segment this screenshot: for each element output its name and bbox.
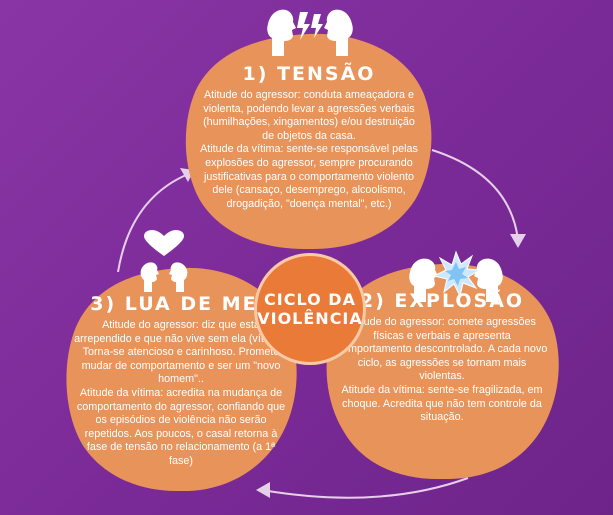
arrow-honeymoon-to-tension	[117, 174, 187, 273]
center-title-line2: VIOLÊNCIA	[257, 309, 363, 328]
tension-bubble-shape	[185, 33, 432, 250]
arrowhead-honeymoon	[256, 482, 270, 498]
phase-honeymoon-title: 3) LUA DE MEL	[90, 293, 272, 315]
phase-tension-bubble: 1) TENSÃO Atitude do agressor: conduta a…	[183, 30, 435, 252]
faces-heart-icon	[140, 230, 188, 292]
phase-explosion-title: 2) EXPLOSÃO	[359, 290, 525, 312]
explosion-aggressor-text: Atitude do agressor: comete agressões fí…	[336, 316, 548, 383]
cycle-center-circle: CICLO DA VIOLÊNCIA	[254, 253, 366, 365]
arrow-tension-to-explosion	[431, 149, 519, 241]
honeymoon-aggressor-text: Atitude do agressor: diz que está arrepe…	[74, 319, 288, 386]
honeymoon-victim-text: Atitude da vítima: acredita na mudança d…	[76, 386, 286, 467]
arrowhead-explosion	[510, 234, 526, 248]
tension-aggressor-text: Atitude do agressor: conduta ameaçadora …	[203, 89, 415, 142]
phase-tension-title: 1) TENSÃO	[242, 63, 376, 85]
explosion-bubble-shape	[326, 263, 559, 480]
faces-explosion-icon	[409, 250, 503, 302]
arguing-faces-lightning-icon	[267, 9, 353, 56]
honeymoon-bubble-shape	[66, 267, 297, 492]
phase-honeymoon-bubble: 3) LUA DE MEL Atitude do agressor: diz q…	[62, 262, 300, 494]
phase-explosion-bubble: 2) EXPLOSÃO Atitude do agressor: comete …	[322, 260, 562, 482]
center-title-line1: CICLO DA	[264, 290, 356, 309]
tension-victim-text: Atitude da vítima: sente-se responsável …	[200, 143, 418, 210]
explosion-victim-text: Atitude da vítima: sente-se fragilizada,…	[341, 383, 543, 424]
arrow-explosion-to-honeymoon	[261, 477, 469, 499]
